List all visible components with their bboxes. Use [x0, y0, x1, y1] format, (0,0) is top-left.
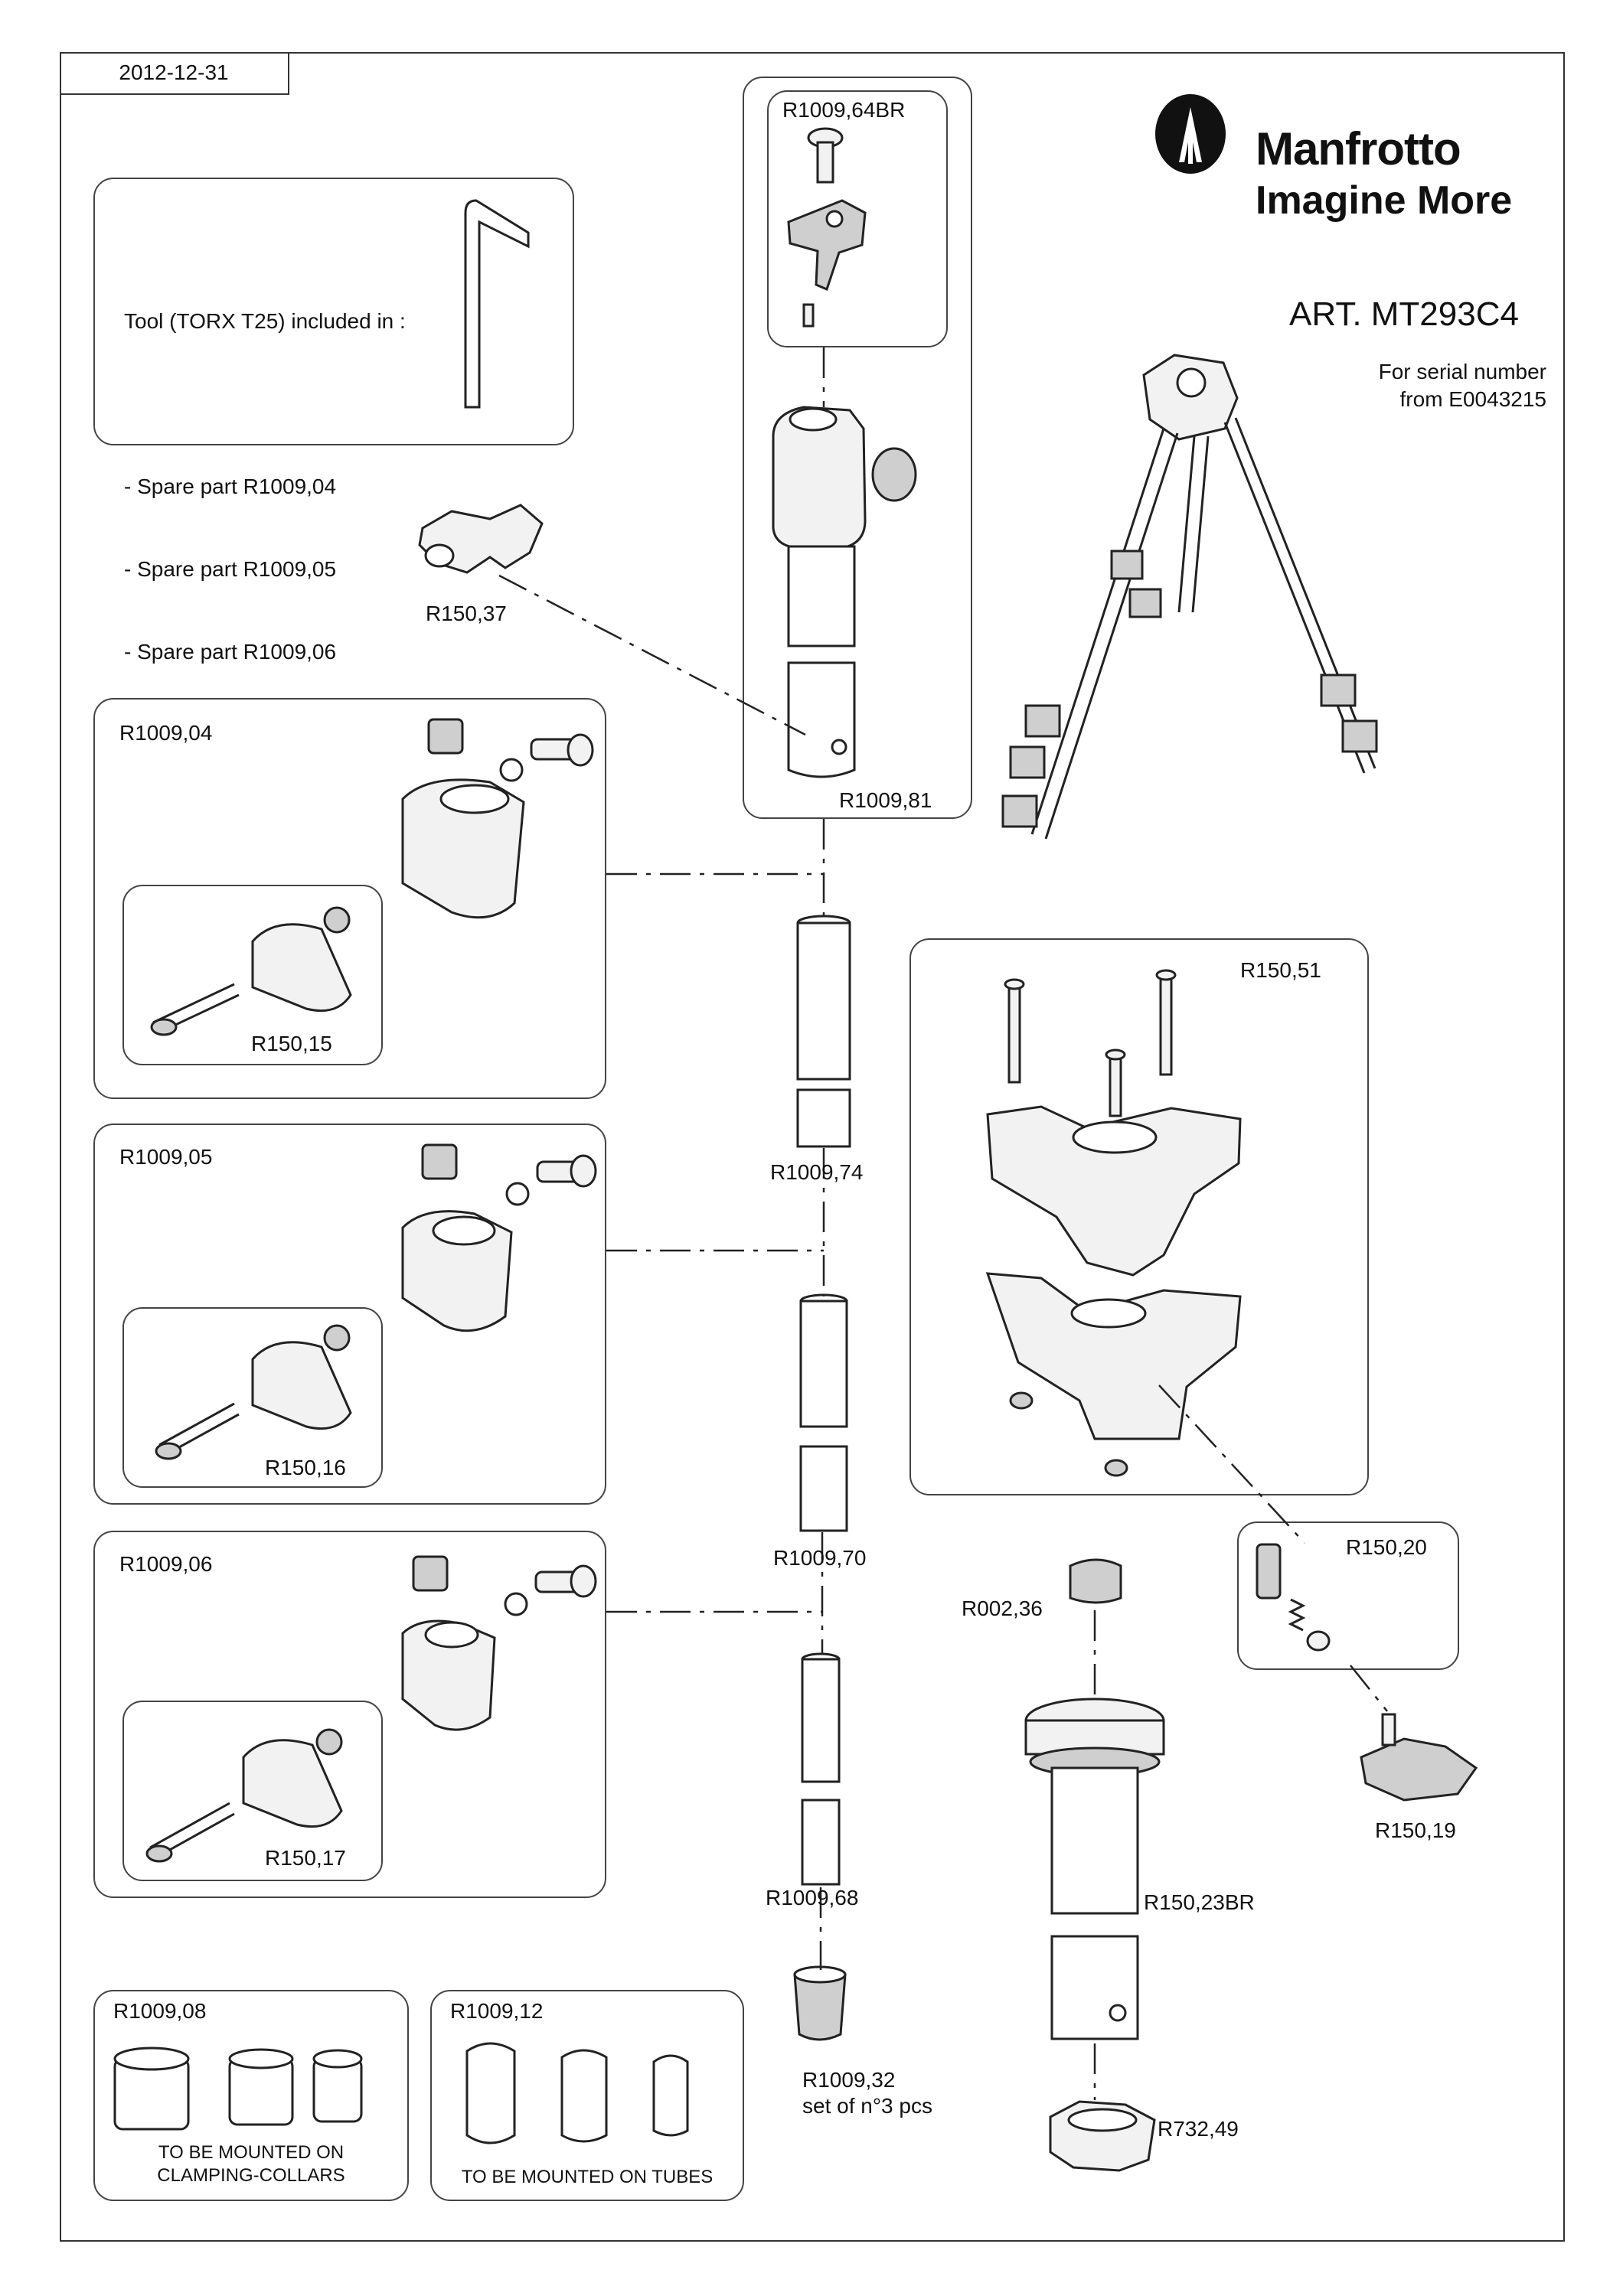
bushings-collars-note-2: CLAMPING-COLLARS — [157, 2165, 345, 2186]
label-leg-strap: R150,37 — [426, 602, 507, 625]
tool-note-line-1: - Spare part R1009,04 — [124, 475, 337, 498]
tool-note-title: Tool (TORX T25) included in : — [124, 309, 406, 333]
center-column-icon — [1024, 1558, 1165, 2040]
lock-kit-parts-icon — [1256, 1543, 1331, 1652]
label-collar-3: R1009,06 — [119, 1552, 213, 1576]
tube-1-icon — [796, 915, 851, 1148]
label-ring: R732,49 — [1158, 2117, 1239, 2141]
upper-leg-icon — [772, 406, 917, 778]
manfrotto-logo-icon — [1155, 94, 1226, 174]
bushings-collars-box — [93, 1990, 409, 2201]
spider-box — [909, 938, 1369, 1495]
label-collar-2: R1009,05 — [119, 1145, 213, 1169]
label-tube-1: R1009,74 — [770, 1160, 864, 1184]
foot-icon — [793, 1965, 847, 2041]
tool-note: Tool (TORX T25) included in : - Spare pa… — [124, 253, 406, 693]
label-lock-kit: R150,20 — [1346, 1535, 1427, 1559]
head-kit-box — [767, 90, 948, 347]
label-upper-leg: R1009,81 — [839, 788, 932, 812]
serial-info: For serial number from E0043215 — [1271, 358, 1546, 413]
brand-name: Manfrotto — [1256, 123, 1461, 174]
label-tube-3: R1009,68 — [766, 1886, 859, 1910]
brand-tagline: Imagine More — [1256, 178, 1513, 223]
bushings-collars-icon — [113, 2047, 363, 2131]
bushings-collars-note: TO BE MOUNTED ON CLAMPING-COLLARS — [93, 2141, 409, 2187]
label-bushings-collars: R1009,08 — [113, 1999, 207, 2023]
label-bushings-tubes: R1009,12 — [450, 1999, 544, 2023]
serial-line-2: from E0043215 — [1399, 387, 1546, 411]
lever-3-box — [122, 1701, 383, 1881]
knob-icon — [1360, 1737, 1478, 1802]
label-lever-2: R150,16 — [265, 1456, 346, 1479]
label-foot-note: set of n°3 pcs — [802, 2094, 932, 2118]
date-label: 2012-12-31 — [119, 60, 229, 84]
upper-leg-box — [743, 77, 972, 819]
tube-3-icon — [801, 1652, 841, 1886]
label-column: R150,23BR — [1144, 1890, 1255, 1914]
label-tube-2: R1009,70 — [773, 1546, 867, 1570]
collar-3-parts-icon — [401, 1555, 597, 1731]
collar-1-box — [93, 698, 606, 1099]
label-foot: R1009,32 — [802, 2068, 896, 2092]
bushings-tubes-icon — [465, 2042, 689, 2144]
collar-3-box — [93, 1531, 606, 1898]
label-lever-1: R150,15 — [251, 1032, 332, 1055]
label-knob: R150,19 — [1375, 1818, 1456, 1842]
date-box: 2012-12-31 — [60, 52, 289, 95]
lever-1-box — [122, 885, 383, 1065]
serial-line-1: For serial number — [1378, 360, 1546, 383]
lever-3-parts-icon — [145, 1728, 343, 1863]
tube-2-icon — [799, 1293, 848, 1532]
torx-key-icon — [464, 199, 530, 409]
article-number: ART. MT293C4 — [1289, 295, 1519, 333]
collar-1-parts-icon — [401, 718, 594, 919]
lever-2-parts-icon — [155, 1324, 352, 1460]
tool-note-box — [93, 178, 574, 445]
lever-2-box — [122, 1307, 383, 1488]
lock-kit-box — [1237, 1521, 1459, 1670]
connector-lines — [498, 347, 1388, 2100]
spider-parts-icon — [985, 969, 1242, 1477]
page-frame — [60, 52, 1565, 2242]
tool-note-line-2: - Spare part R1009,05 — [124, 557, 337, 581]
collar-2-box — [93, 1124, 606, 1505]
head-kit-parts-icon — [787, 127, 867, 328]
tripod-illustration-icon — [1001, 354, 1378, 840]
tool-note-line-3: - Spare part R1009,06 — [124, 640, 337, 664]
bushings-tubes-note: TO BE MOUNTED ON TUBES — [461, 2167, 714, 2187]
lever-1-parts-icon — [150, 906, 352, 1036]
label-cap: R002,36 — [962, 1596, 1043, 1620]
label-collar-1: R1009,04 — [119, 721, 213, 745]
brand-logo — [1148, 92, 1233, 176]
label-head-kit: R1009,64BR — [782, 98, 906, 122]
bushings-tubes-box — [430, 1990, 744, 2201]
label-lever-3: R150,17 — [265, 1846, 346, 1870]
ring-icon — [1049, 2100, 1156, 2172]
collar-2-parts-icon — [401, 1143, 597, 1332]
bushings-collars-note-1: TO BE MOUNTED ON — [158, 2142, 345, 2163]
label-spider: R150,51 — [1240, 958, 1321, 982]
